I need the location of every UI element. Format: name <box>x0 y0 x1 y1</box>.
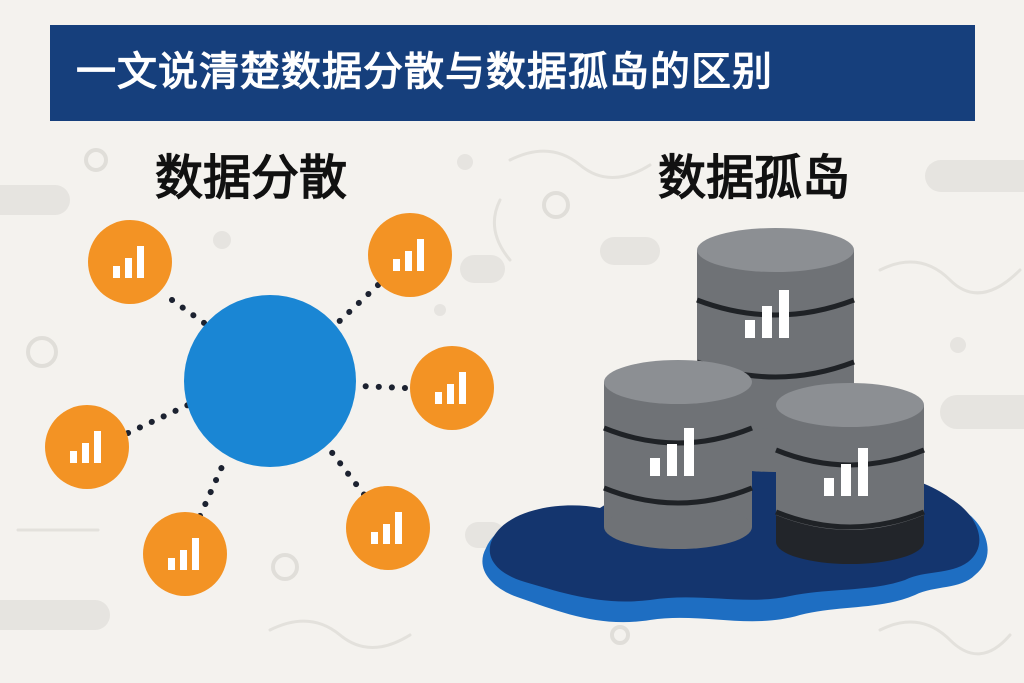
connector-dots <box>197 457 228 519</box>
central-hub <box>184 295 356 467</box>
data-node <box>410 346 494 430</box>
database-icon <box>824 448 868 496</box>
database-icon <box>745 290 789 338</box>
data-node <box>45 405 129 489</box>
database-cylinder-left <box>603 360 753 549</box>
data-node <box>346 486 430 570</box>
database-icon <box>650 428 694 476</box>
bar-chart-icon <box>393 239 424 271</box>
bar-chart-icon <box>168 538 199 570</box>
connector-dots <box>169 297 231 343</box>
section-title-data-scatter: 数据分散 <box>155 150 348 206</box>
data-node <box>88 220 172 304</box>
connector-dots <box>357 383 408 391</box>
connector-dots <box>125 402 191 436</box>
bar-chart-icon <box>70 431 101 463</box>
bar-chart-icon <box>113 246 144 278</box>
bar-chart-icon <box>371 512 402 544</box>
section-title-data-silo: 数据孤岛 <box>658 150 851 206</box>
connector-dots <box>327 282 381 333</box>
bar-chart-icon <box>435 372 466 404</box>
title-banner <box>50 25 975 121</box>
database-cylinder-right <box>775 383 925 564</box>
data-node <box>143 512 227 596</box>
page-title: 一文说清楚数据分散与数据孤岛的区别 <box>76 49 773 95</box>
data-node <box>368 213 452 297</box>
